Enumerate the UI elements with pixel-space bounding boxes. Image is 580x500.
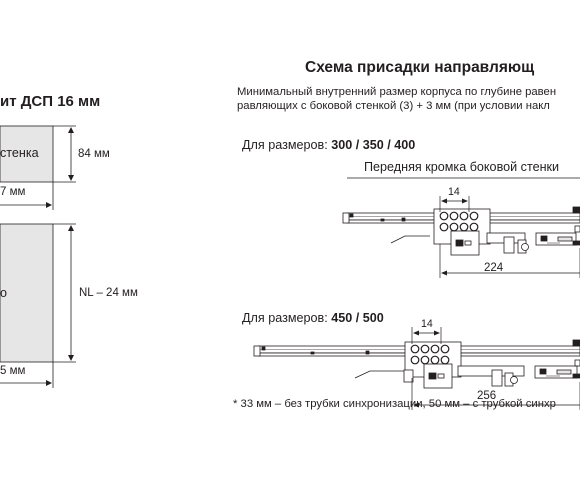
dimension-5 <box>0 362 54 388</box>
description-line-2: равляющих с боковой стенкой (3) + 3 мм (… <box>237 100 550 112</box>
left-panel-title: ит ДСП 16 мм <box>0 93 101 110</box>
dimension-14-upper <box>439 196 470 212</box>
sizes-values-2: 450 / 500 <box>331 311 384 325</box>
dimension-nl <box>53 223 76 363</box>
drill-hole <box>410 344 420 354</box>
panel-box-bottom <box>0 223 54 363</box>
drill-hole <box>420 344 430 354</box>
dim-14-upper-label: 14 <box>448 186 460 198</box>
dim-14-lower-label: 14 <box>421 318 433 330</box>
front-edge-label: Передняя кромка боковой стенки <box>364 160 560 174</box>
dimension-224 <box>439 244 580 278</box>
right-panel-title: Схема присадки направляющ <box>305 59 535 76</box>
box-label-bottom: о <box>0 286 8 300</box>
drill-holes-lower <box>410 344 450 365</box>
drill-hole <box>440 344 450 354</box>
dimension-7 <box>0 182 54 210</box>
sizes-group-1: Для размеров: 300 / 350 / 400 <box>242 138 415 152</box>
description-line-1: Минимальный внутренний размер корпуса по… <box>237 86 557 98</box>
drill-holes-upper <box>439 211 479 232</box>
sizes-values-1: 300 / 350 / 400 <box>331 138 416 152</box>
sizes-group-2: Для размеров: 450 / 500 <box>242 311 384 325</box>
drill-hole <box>449 211 459 221</box>
dim-nl-label: NL – 24 мм <box>79 287 138 299</box>
dimension-14-lower <box>411 327 442 344</box>
drill-hole <box>430 355 440 365</box>
footnote: * 33 мм – без трубки синхронизации, 50 м… <box>233 398 556 410</box>
sizes-prefix-1: Для размеров: <box>242 138 332 152</box>
drill-hole <box>410 355 420 365</box>
drill-hole <box>420 355 430 365</box>
drill-hole <box>439 211 449 221</box>
dim-5-label: 5 мм <box>0 365 26 377</box>
dimension-84 <box>53 125 76 183</box>
box-label-top: стенка <box>0 146 39 160</box>
dim-224-label: 224 <box>484 262 504 274</box>
drill-hole <box>459 222 469 232</box>
dim-84-label: 84 мм <box>78 148 110 160</box>
dim-7-label: 7 мм <box>0 186 26 198</box>
drill-hole <box>439 222 449 232</box>
drill-hole <box>469 211 479 221</box>
drill-hole <box>469 222 479 232</box>
drill-hole <box>440 355 450 365</box>
dimension-256 <box>411 378 580 410</box>
drill-hole <box>449 222 459 232</box>
dim-256-label: 256 <box>477 390 497 402</box>
drill-hole <box>430 344 440 354</box>
sizes-prefix-2: Для размеров: <box>242 311 332 325</box>
panel-box-top <box>0 125 54 183</box>
drill-hole <box>459 211 469 221</box>
